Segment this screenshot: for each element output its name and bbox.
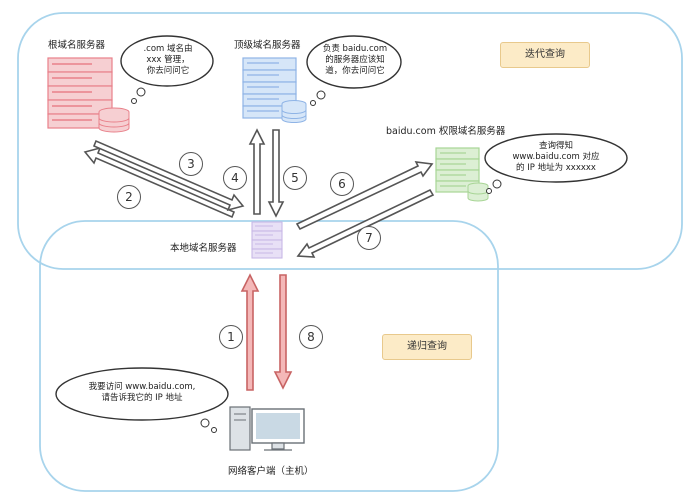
auth-bubble-line: 查询得知 [538, 141, 573, 151]
client-bubble-line: 请告诉我它的 IP 地址 [101, 393, 183, 403]
client-label: 网络客户端（主机） [228, 466, 314, 477]
recursive-query-tag: 递归查询 [382, 334, 472, 360]
local-server-label: 本地域名服务器 [170, 243, 237, 254]
step-3-badge: 3 [179, 152, 203, 176]
auth-server-label: baidu.com 权限域名服务器 [386, 126, 506, 137]
step-2-badge: 2 [117, 185, 141, 209]
step-7-badge: 7 [357, 226, 381, 250]
step-6-badge: 6 [330, 172, 354, 196]
arrow-step-4 [248, 128, 266, 215]
auth-server-icon [435, 147, 489, 202]
arrow-step-8 [273, 274, 293, 390]
arrow-step-2 [83, 146, 236, 219]
root-server-icon [47, 57, 130, 133]
step-8-badge: 8 [299, 325, 323, 349]
tld-bubble-line: 道，你去问问它 [325, 66, 385, 76]
recursive-region [39, 220, 499, 492]
arrow-step-6 [295, 161, 434, 231]
client-computer-icon [229, 406, 305, 451]
local-server-icon [251, 221, 283, 259]
root-bubble-line: .com 域名由 [143, 44, 193, 54]
auth-bubble-line: 的 IP 地址为 xxxxxx [516, 163, 596, 173]
auth-speech-bubble [484, 133, 628, 194]
iterative-query-tag: 迭代查询 [500, 42, 590, 68]
root-bubble-text: .com 域名由 xxx 管理， 你去问问它 [128, 44, 208, 77]
arrow-step-7 [296, 188, 435, 258]
tld-server-icon [242, 57, 307, 123]
iterative-region [17, 12, 683, 270]
client-bubble-line: 我要访问 www.baidu.com, [88, 382, 196, 392]
tld-speech-bubble [306, 35, 402, 106]
step-5-badge: 5 [283, 166, 307, 190]
root-bubble-line: 你去问问它 [146, 66, 190, 76]
step-4-badge: 4 [223, 166, 247, 190]
tld-server-label: 顶级域名服务器 [234, 40, 301, 51]
client-speech-bubble [55, 367, 229, 433]
arrow-step-5 [267, 129, 285, 218]
arrow-step-3 [92, 139, 245, 212]
step-1-badge: 1 [219, 325, 243, 349]
tld-bubble-line: 的服务器应该知 [325, 55, 385, 65]
auth-bubble-text: 查询得知 www.baidu.com 对应 的 IP 地址为 xxxxxx [492, 141, 620, 174]
root-speech-bubble [120, 35, 214, 104]
arrow-step-1 [240, 273, 260, 391]
tld-bubble-line: 负责 baidu.com [322, 44, 388, 54]
tld-bubble-text: 负责 baidu.com 的服务器应该知 道，你去问问它 [310, 44, 400, 77]
root-bubble-line: xxx 管理， [146, 55, 190, 65]
root-server-label: 根域名服务器 [48, 40, 106, 51]
auth-bubble-line: www.baidu.com 对应 [512, 152, 600, 162]
client-bubble-text: 我要访问 www.baidu.com, 请告诉我它的 IP 地址 [62, 382, 222, 404]
